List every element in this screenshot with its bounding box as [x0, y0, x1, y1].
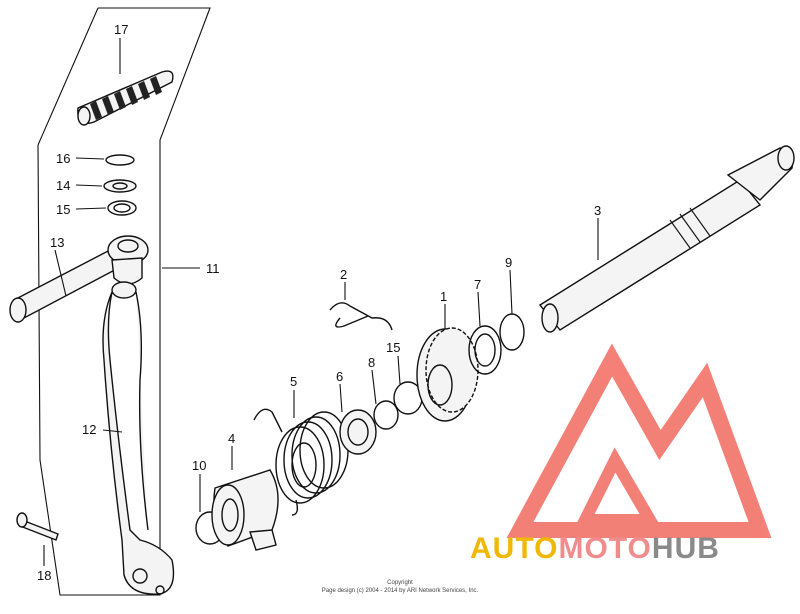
callout-10: 10 — [192, 458, 206, 473]
callout-16: 16 — [56, 151, 70, 166]
callout-8: 8 — [368, 355, 375, 370]
callout-12: 12 — [82, 422, 96, 437]
callout-15-left: 15 — [56, 202, 70, 217]
callout-5: 5 — [290, 374, 297, 389]
callout-7: 7 — [474, 277, 481, 292]
circlip-16 — [105, 154, 135, 166]
callout-6: 6 — [336, 369, 343, 384]
watermark-logo — [506, 343, 772, 538]
copyright-notice: Copyright Page design (c) 2004 - 2014 by… — [260, 579, 540, 595]
kick-spindle-3 — [538, 145, 795, 333]
callout-2: 2 — [340, 267, 347, 282]
copyright-line-1: Copyright — [387, 580, 413, 586]
washer-6 — [339, 409, 377, 455]
bolt-18 — [16, 512, 59, 541]
kick-spring-5 — [253, 408, 349, 516]
callout-15-right: 15 — [386, 340, 400, 355]
group-outline-edge — [37, 7, 99, 146]
callout-4: 4 — [228, 431, 235, 446]
leader-lines — [43, 38, 599, 566]
watermark-moto: MOTO — [558, 532, 652, 565]
washer-14 — [103, 179, 137, 193]
kick-grip — [77, 70, 174, 126]
callout-11: 11 — [206, 261, 220, 276]
circlip-9 — [499, 313, 525, 351]
friction-spring-2 — [329, 302, 393, 331]
callout-13: 13 — [50, 235, 64, 250]
spring-washer-15 — [107, 200, 137, 216]
watermark-auto: AUTO — [470, 532, 559, 565]
watermark-hub: HUB — [651, 532, 720, 565]
ratchet-4 — [211, 469, 279, 551]
callout-1: 1 — [440, 289, 447, 304]
kick-lever-12 — [102, 281, 175, 595]
callout-9: 9 — [505, 255, 512, 270]
callout-17: 17 — [114, 22, 128, 37]
copyright-line-2: Page design (c) 2004 - 2014 by ARI Netwo… — [321, 588, 479, 594]
callout-14: 14 — [56, 178, 70, 193]
automotohub-watermark: AUTOMOTOHUB — [470, 532, 720, 566]
kick-gear-1 — [416, 327, 479, 422]
group-outline — [37, 7, 211, 596]
circlip-8 — [373, 400, 399, 430]
callout-3: 3 — [594, 203, 601, 218]
washer-7 — [468, 325, 502, 375]
callout-labels: 17 16 14 15 13 11 12 18 10 4 5 6 8 15 1 … — [37, 22, 601, 583]
callout-18: 18 — [37, 568, 51, 583]
kick-arm-13 — [9, 235, 149, 323]
